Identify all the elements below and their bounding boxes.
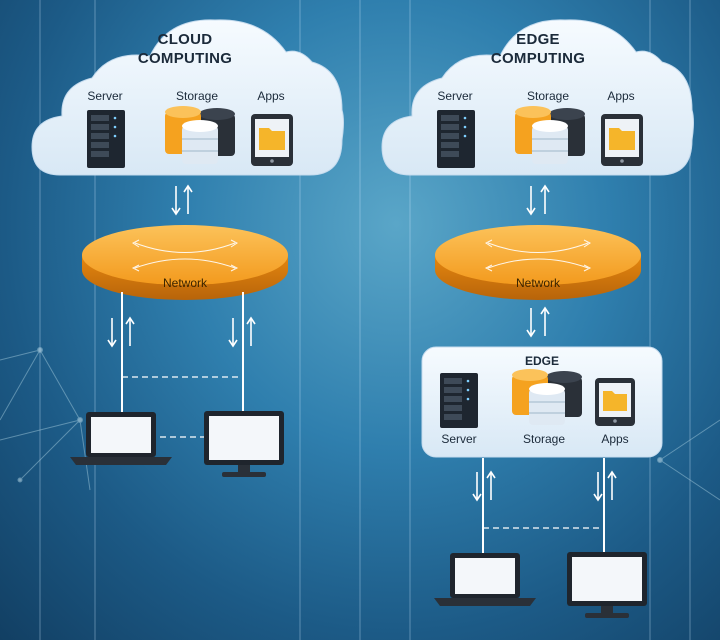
background-network-lines [0, 347, 720, 501]
storage-icon [512, 369, 582, 425]
server-icon [87, 110, 125, 168]
monitor-icon [567, 552, 647, 618]
updown-arrows-icon [107, 316, 256, 348]
network-ring-icon [82, 225, 288, 300]
server-label: Server [441, 432, 477, 446]
network-label: Network [515, 276, 560, 290]
cloud-computing-title: CLOUD COMPUTING [137, 31, 233, 67]
cloud-connection-lines [121, 292, 244, 418]
network-ring-icon [435, 225, 641, 300]
updown-arrows-icon [526, 306, 550, 338]
server-label: Server [87, 89, 123, 103]
laptop-icon [434, 553, 536, 606]
storage-label: Storage [526, 89, 570, 103]
monitor-icon [204, 411, 284, 477]
updown-arrows-icon [526, 184, 550, 216]
storage-label: Storage [522, 432, 566, 446]
edge-box-title: EDGE [524, 354, 559, 368]
apps-label: Apps [257, 89, 285, 103]
edge-computing-title: EDGE COMPUTING [490, 31, 586, 67]
apps-label: Apps [601, 432, 629, 446]
updown-arrows-icon [171, 184, 193, 216]
apps-icon [601, 114, 643, 166]
server-icon [440, 373, 478, 428]
network-label: Network [162, 276, 207, 290]
apps-label: Apps [607, 89, 635, 103]
storage-label: Storage [175, 89, 219, 103]
laptop-icon [70, 412, 172, 465]
apps-icon [251, 114, 293, 166]
storage-icon [165, 106, 235, 164]
edge-connection-lines [482, 458, 605, 556]
apps-icon [595, 378, 635, 426]
updown-arrows-icon [472, 470, 617, 502]
server-label: Server [437, 89, 473, 103]
storage-icon [515, 106, 585, 164]
server-icon [437, 110, 475, 168]
